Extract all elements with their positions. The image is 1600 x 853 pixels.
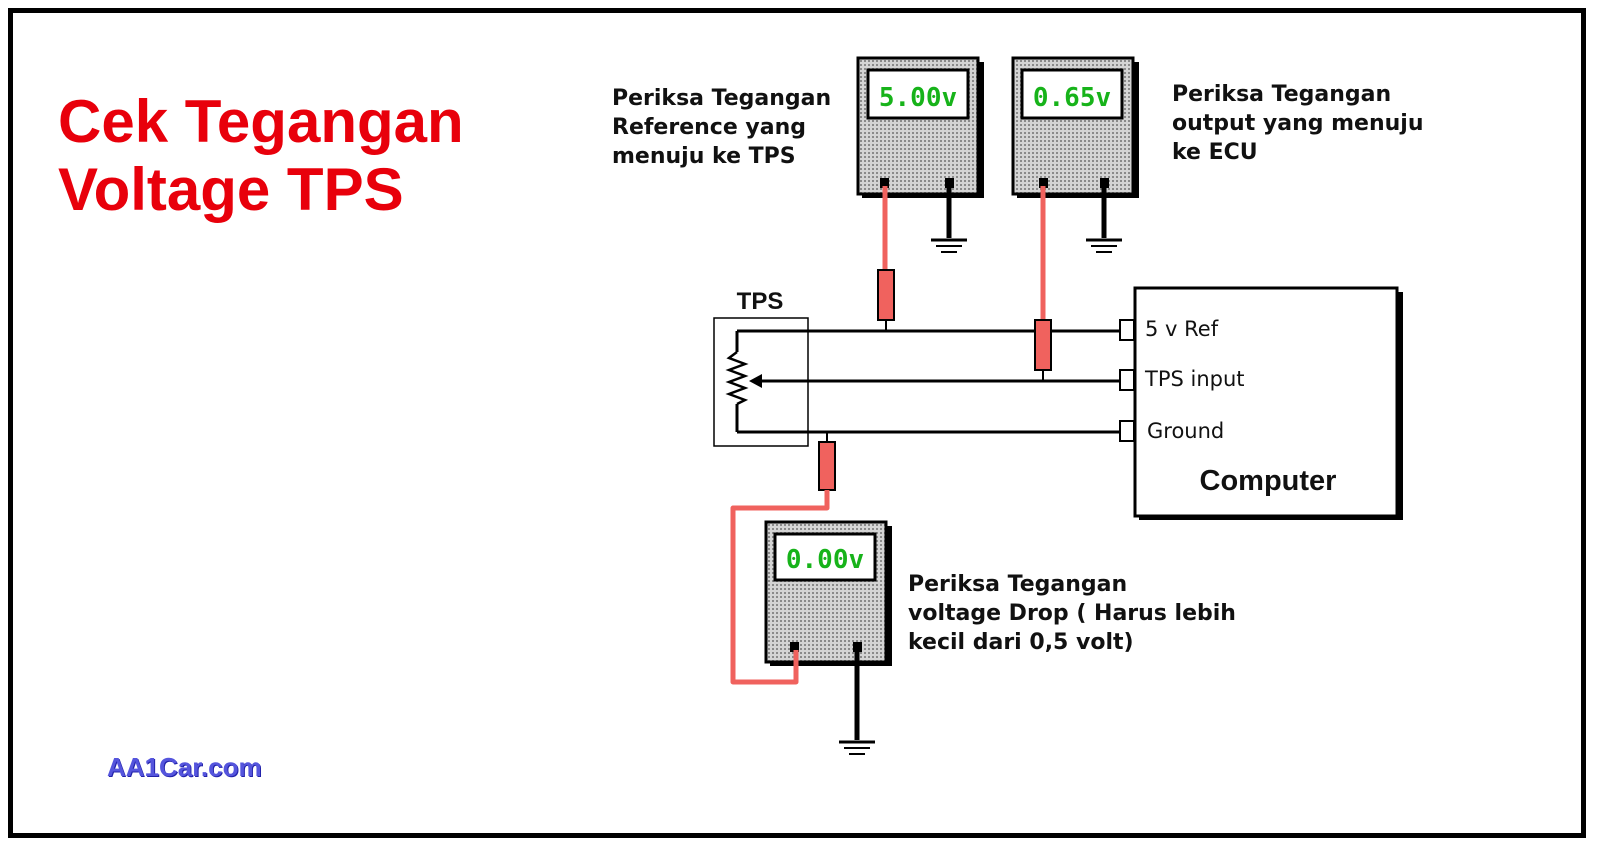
title-line-2: Voltage TPS [58, 156, 404, 223]
probe-lead-output [1034, 186, 1052, 381]
note-line: Periksa Tegangan [612, 86, 832, 111]
note-line: Reference yang [612, 115, 807, 140]
ground-symbol-icon [839, 652, 875, 755]
probe-lead-drop [730, 432, 836, 685]
ground-symbol-icon [1086, 188, 1122, 253]
tps-label: TPS [737, 288, 784, 315]
note-output-voltage: Periksa Tegangan output yang menuju ke E… [1172, 80, 1424, 167]
meter-display [866, 68, 970, 120]
ground-symbol-icon [931, 188, 967, 253]
pin-label-tps-input: TPS input [1144, 367, 1245, 391]
note-line: kecil dari 0,5 volt) [908, 630, 1134, 655]
note-line: voltage Drop ( Harus lebih [908, 601, 1236, 626]
voltmeter-output: 0.65v [1011, 56, 1139, 198]
note-line: menuju ke TPS [612, 144, 796, 169]
probe-lead-reference [877, 186, 895, 331]
meter-reading: 5.00v [879, 83, 957, 113]
resistor-icon [725, 351, 749, 406]
note-line: output yang menuju [1172, 111, 1424, 136]
pin-terminal [1119, 420, 1135, 442]
note-line: Periksa Tegangan [1172, 82, 1392, 107]
page-title: Cek Tegangan Voltage TPS [58, 88, 464, 224]
meter-display [1020, 68, 1124, 120]
computer-label: Computer [1200, 465, 1337, 497]
tps-sensor: TPS [713, 288, 809, 447]
note-line: Periksa Tegangan [908, 572, 1128, 597]
note-reference-voltage: Periksa Tegangan Reference yang menuju k… [612, 84, 831, 171]
circuit-wires [737, 329, 1122, 434]
voltmeter-reference: 5.00v [856, 56, 984, 198]
pin-label-5v-ref: 5 v Ref [1145, 317, 1219, 341]
meter-reading: 0.00v [786, 545, 864, 575]
voltmeter-drop: 0.00v [764, 520, 892, 666]
wiper-arrow-icon [749, 374, 762, 388]
brand-logo: AA1Car.com [107, 752, 262, 782]
pin-terminal [1119, 319, 1135, 341]
meter-reading: 0.65v [1033, 83, 1111, 113]
note-line: ke ECU [1172, 140, 1258, 165]
note-voltage-drop: Periksa Tegangan voltage Drop ( Harus le… [908, 570, 1236, 657]
meter-display [773, 532, 877, 582]
pin-terminal [1119, 369, 1135, 391]
title-line-1: Cek Tegangan [58, 88, 464, 155]
pin-label-ground: Ground [1147, 419, 1224, 443]
computer-ecu: 5 v Ref TPS input Ground Computer [1119, 286, 1403, 520]
